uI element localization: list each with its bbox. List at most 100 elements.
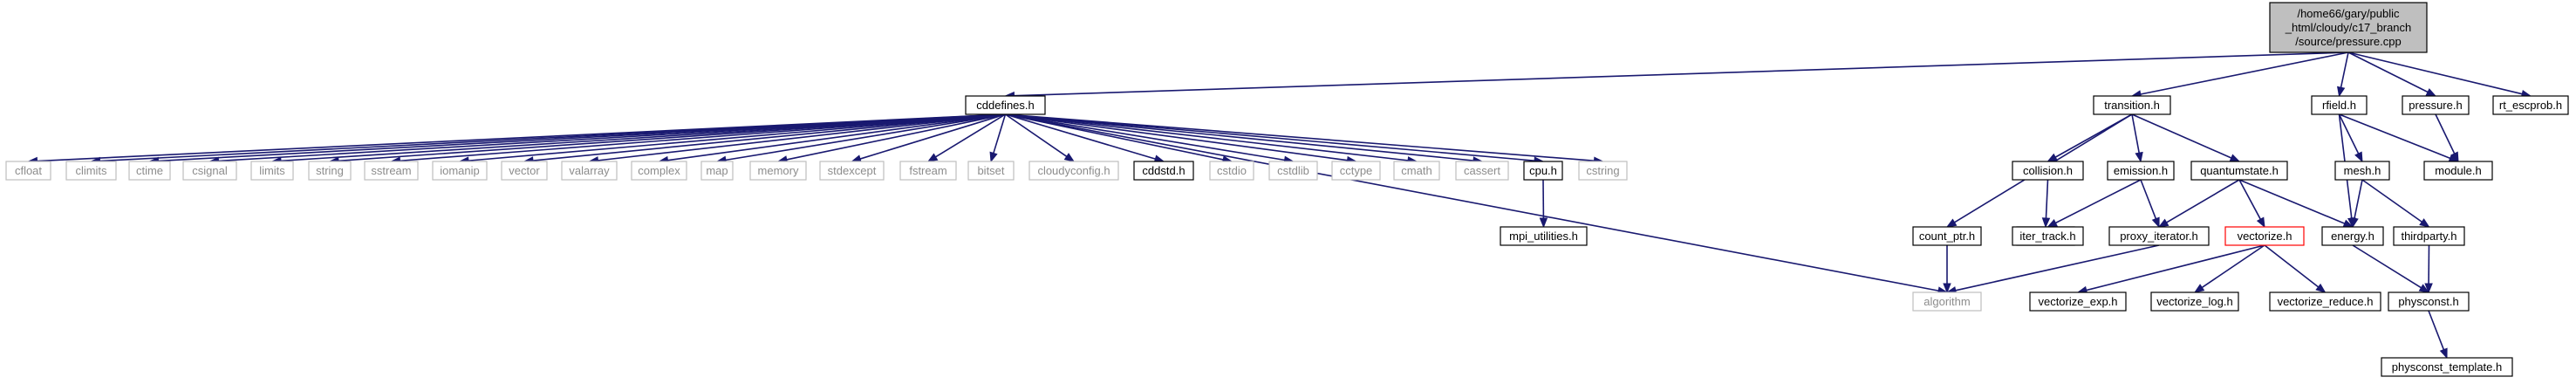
node-box [1209, 161, 1254, 181]
node-label: complex [638, 164, 680, 177]
node-root[interactable]: /home66/gary/public_html/cloudy/c17_bran… [2269, 2, 2428, 53]
edge-line [2347, 51, 2429, 93]
node-box [2321, 226, 2384, 246]
node-proxy_iterator[interactable]: proxy_iterator.h [2108, 226, 2210, 246]
edge-line [1005, 113, 1285, 161]
node-map[interactable]: map [700, 161, 734, 181]
node-label: energy.h [2331, 230, 2374, 243]
node-bitset[interactable]: bitset [967, 161, 1015, 181]
arrowhead [1945, 218, 1958, 228]
node-count_ptr[interactable]: count_ptr.h [1912, 226, 1982, 246]
node-csignal[interactable]: csignal [182, 161, 237, 181]
edge-line [2086, 244, 2265, 291]
node-box [1393, 161, 1440, 181]
node-mpi_utilities[interactable]: mpi_utilities.h [1500, 226, 1588, 246]
node-box [965, 95, 1046, 115]
node-box [2269, 291, 2381, 312]
edge-line [1005, 113, 1474, 161]
edge-vectorize-to-vectorize_log [2193, 244, 2265, 293]
node-valarray[interactable]: valarray [561, 161, 618, 181]
edge-line [2338, 113, 2360, 154]
node-box [700, 161, 734, 181]
arrowhead [2350, 216, 2359, 229]
edge-line [2435, 113, 2456, 154]
node-cfloat[interactable]: cfloat [5, 161, 51, 181]
node-cassert[interactable]: cassert [1455, 161, 1509, 181]
edge-line [725, 113, 1006, 161]
node-cctype[interactable]: cctype [1331, 161, 1381, 181]
arrowhead [2424, 283, 2433, 294]
edge-line [786, 113, 1006, 161]
node-vectorize_log[interactable]: vectorize_log.h [2150, 291, 2239, 312]
node-memory[interactable]: memory [749, 161, 807, 181]
node-string[interactable]: string [308, 161, 352, 181]
node-label: memory [758, 164, 799, 177]
node-algorithm[interactable]: algorithm [1912, 291, 1982, 312]
edge-line [2055, 179, 2142, 224]
node-cloudyconfig[interactable]: cloudyconfig.h [1028, 161, 1119, 181]
edge-transition-to-emission [2131, 113, 2143, 163]
node-energy[interactable]: energy.h [2321, 226, 2384, 246]
edge-line [2140, 179, 2157, 219]
node-cddstd[interactable]: cddstd.h [1133, 161, 1194, 181]
node-cstdlib[interactable]: cstdlib [1268, 161, 1318, 181]
node-box [2012, 161, 2084, 181]
edge-line [993, 113, 1007, 154]
node-cstring[interactable]: cstring [1578, 161, 1628, 181]
node-label: module.h [2435, 164, 2481, 177]
edge-line [1005, 113, 1156, 160]
node-label: rfield.h [2322, 99, 2356, 112]
node-module[interactable]: module.h [2423, 161, 2493, 181]
node-limits[interactable]: limits [250, 161, 294, 181]
node-vectorize_exp[interactable]: vectorize_exp.h [2029, 291, 2127, 312]
edge-line [2166, 179, 2240, 223]
node-cddefines[interactable]: cddefines.h [965, 95, 1046, 115]
node-iomanip[interactable]: iomanip [432, 161, 488, 181]
node-vectorize_reduce[interactable]: vectorize_reduce.h [2269, 291, 2381, 312]
node-sstream[interactable]: sstream [364, 161, 419, 181]
node-collision[interactable]: collision.h [2012, 161, 2084, 181]
node-pressure[interactable]: pressure.h [2402, 95, 2470, 115]
node-vectorize[interactable]: vectorize.h [2224, 226, 2305, 246]
node-thirdparty[interactable]: thirdparty.h [2393, 226, 2465, 246]
node-rfield[interactable]: rfield.h [2311, 95, 2368, 115]
node-label: /source/pressure.cpp [2295, 35, 2401, 48]
node-label: limits [259, 164, 285, 177]
node-label: cddefines.h [976, 99, 1035, 112]
node-label: cstdio [1217, 164, 1247, 177]
node-vector[interactable]: vector [501, 161, 548, 181]
node-label: cfloat [15, 164, 42, 177]
node-label: vector [509, 164, 540, 177]
node-physconst[interactable]: physconst.h [2388, 291, 2470, 312]
node-box [5, 161, 51, 181]
node-cstdio[interactable]: cstdio [1209, 161, 1254, 181]
node-mesh[interactable]: mesh.h [2334, 161, 2390, 181]
node-box [2224, 226, 2305, 246]
node-box [2393, 226, 2465, 246]
node-stdexcept[interactable]: stdexcept [819, 161, 885, 181]
node-label: count_ptr.h [1919, 230, 1975, 243]
node-emission[interactable]: emission.h [2107, 161, 2175, 181]
node-box [2492, 95, 2569, 115]
node-physconst_template[interactable]: physconst_template.h [2381, 357, 2513, 377]
node-label: mesh.h [2344, 164, 2381, 177]
edge-quantumstate-to-proxy_iterator [2157, 179, 2240, 228]
node-fstream[interactable]: fstream [899, 161, 957, 181]
edge-root-to-rt_escprob [2347, 51, 2532, 99]
edge-line [400, 113, 1006, 162]
node-transition[interactable]: transition.h [2093, 95, 2171, 115]
node-ctime[interactable]: ctime [128, 161, 171, 181]
node-iter_track[interactable]: iter_track.h [2012, 226, 2084, 246]
node-label: algorithm [1923, 295, 1970, 308]
node-cmath[interactable]: cmath [1393, 161, 1440, 181]
node-cpu[interactable]: cpu.h [1523, 161, 1563, 181]
edge-physconst-to-physconst_template [2428, 310, 2448, 360]
node-climits[interactable]: climits [65, 161, 117, 181]
node-quantumstate[interactable]: quantumstate.h [2190, 161, 2288, 181]
arrowhead [2046, 219, 2059, 228]
node-rt_escprob[interactable]: rt_escprob.h [2492, 95, 2569, 115]
edge-thirdparty-to-physconst [2424, 244, 2433, 294]
node-complex[interactable]: complex [631, 161, 687, 181]
edge-cddefines-to-fstream [926, 113, 1006, 162]
